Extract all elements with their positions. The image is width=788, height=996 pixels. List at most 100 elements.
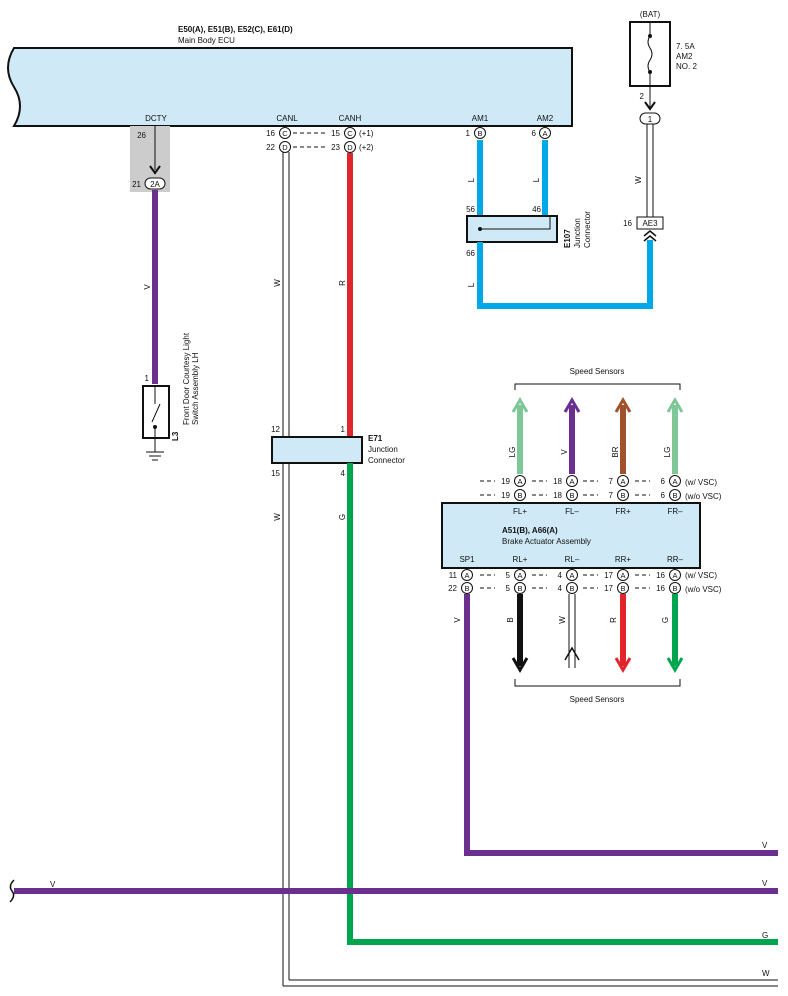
speed-sensors-bottom: Speed Sensors xyxy=(570,695,625,704)
speed-sensors-top: Speed Sensors xyxy=(570,367,625,376)
vsc-note-bottom: (w/ VSC) xyxy=(685,571,717,580)
edge-label-v2: V xyxy=(762,841,768,850)
svg-text:B: B xyxy=(517,491,522,500)
sensor-wire-label: W xyxy=(558,616,567,624)
svg-text:A: A xyxy=(569,477,574,486)
svg-text:A: A xyxy=(542,129,547,138)
wire-label-v-dcty: V xyxy=(143,284,152,290)
edge-label-v3: V xyxy=(762,879,768,888)
novsc-note-top: (w/o VSC) xyxy=(685,492,722,501)
l3-id: L3 xyxy=(171,431,180,441)
edge-label-g: G xyxy=(762,931,768,940)
jc-2a-label: 2A xyxy=(150,180,160,189)
sensor-wire-label: LG xyxy=(663,447,672,458)
pin-number: 7 xyxy=(609,477,614,486)
svg-text:Connector: Connector xyxy=(368,456,405,465)
svg-text:1: 1 xyxy=(341,425,346,434)
canh-pin-2: 23 xyxy=(331,143,340,152)
sensor-arrow-icon xyxy=(614,397,632,413)
ecu-term-am2: AM2 xyxy=(537,114,554,123)
brake-actuator-section: A51(B), A66(A) Brake Actuator Assembly S… xyxy=(441,367,722,704)
brake-name: Brake Actuator Assembly xyxy=(502,537,591,546)
main-body-ecu-box xyxy=(7,47,573,127)
brake-term-bottom: RR– xyxy=(667,555,684,564)
svg-text:B: B xyxy=(569,584,574,593)
pin-number: 6 xyxy=(661,491,666,500)
l3-line2: Switch Assembly LH xyxy=(191,352,200,425)
svg-text:B: B xyxy=(672,491,677,500)
svg-text:B: B xyxy=(620,491,625,500)
sensor-wire-label: LG xyxy=(508,447,517,458)
svg-text:D: D xyxy=(347,143,353,152)
ecu-term-canl: CANL xyxy=(276,114,298,123)
brake-term-bottom: RL– xyxy=(565,555,580,564)
svg-text:C: C xyxy=(282,129,288,138)
brake-term-bottom: RL+ xyxy=(513,555,528,564)
dcty-pin: 26 xyxy=(137,131,146,140)
novsc-note-bottom: (w/o VSC) xyxy=(685,585,722,594)
sensor-arrow-icon xyxy=(564,646,580,661)
connector-arrow-icon xyxy=(149,165,161,175)
svg-text:Connector: Connector xyxy=(583,211,592,248)
canh-note-1: (+1) xyxy=(359,129,374,138)
svg-text:1: 1 xyxy=(648,115,653,124)
svg-text:A: A xyxy=(464,571,469,580)
ecu-term-am1: AM1 xyxy=(472,114,489,123)
svg-text:Junction: Junction xyxy=(573,218,582,248)
sensor-arrow-icon xyxy=(614,657,632,673)
bat-label: (BAT) xyxy=(640,10,661,19)
fuse-icon xyxy=(647,22,653,86)
svg-text:D: D xyxy=(282,143,288,152)
pin-number: 19 xyxy=(501,477,510,486)
sensor-arrow-icon xyxy=(563,397,581,413)
vsc-note-top: (w/ VSC) xyxy=(685,478,717,487)
pin-number: 19 xyxy=(501,491,510,500)
wire-label-w-1: W xyxy=(273,279,282,287)
wire-g xyxy=(347,463,778,945)
svg-text:4: 4 xyxy=(341,469,346,478)
svg-text:C: C xyxy=(347,129,353,138)
svg-text:B: B xyxy=(569,491,574,500)
pin-number: 7 xyxy=(609,491,614,500)
brake-actuator-box xyxy=(441,502,701,569)
e71-id: E71 xyxy=(368,434,383,443)
sensor-arrow-icon xyxy=(511,657,529,673)
brake-term-top: FL– xyxy=(565,507,579,516)
wire-break-icon xyxy=(9,879,15,903)
svg-text:A: A xyxy=(517,477,522,486)
svg-text:AM2: AM2 xyxy=(676,52,693,61)
l3-pin: 1 xyxy=(145,374,150,383)
svg-text:A: A xyxy=(569,571,574,580)
svg-text:A: A xyxy=(620,571,625,580)
svg-text:16: 16 xyxy=(623,219,632,228)
svg-text:V: V xyxy=(50,880,56,889)
pin-number: 17 xyxy=(604,584,613,593)
sensor-wire-label: G xyxy=(661,617,670,623)
brake-term-bottom: RR+ xyxy=(615,555,632,564)
wire-sp1-v xyxy=(464,594,778,856)
svg-text:V: V xyxy=(453,617,462,623)
svg-text:6: 6 xyxy=(532,129,537,138)
svg-text:1: 1 xyxy=(466,129,471,138)
brake-term-bottom: SP1 xyxy=(459,555,475,564)
svg-text:L: L xyxy=(467,282,476,287)
wire-bat-w xyxy=(646,124,654,217)
svg-text:A: A xyxy=(620,477,625,486)
ecu-name: Main Body ECU xyxy=(178,36,235,45)
pin-number: 5 xyxy=(506,584,511,593)
svg-text:2: 2 xyxy=(640,92,645,101)
sensor-wire-label: R xyxy=(609,617,618,623)
canh-pin-1: 15 xyxy=(331,129,340,138)
wire-canl-w xyxy=(282,152,778,987)
svg-text:7. 5A: 7. 5A xyxy=(676,42,695,51)
svg-text:A: A xyxy=(517,571,522,580)
wire-label-r: R xyxy=(338,280,347,286)
svg-text:B: B xyxy=(464,584,469,593)
svg-text:A: A xyxy=(672,477,677,486)
sensor-wire-label: BR xyxy=(611,446,620,457)
canl-pin-2: 22 xyxy=(266,143,275,152)
brake-term-top: FR– xyxy=(667,507,683,516)
ecu-term-canh: CANH xyxy=(339,114,362,123)
pin-number: 17 xyxy=(604,571,613,580)
